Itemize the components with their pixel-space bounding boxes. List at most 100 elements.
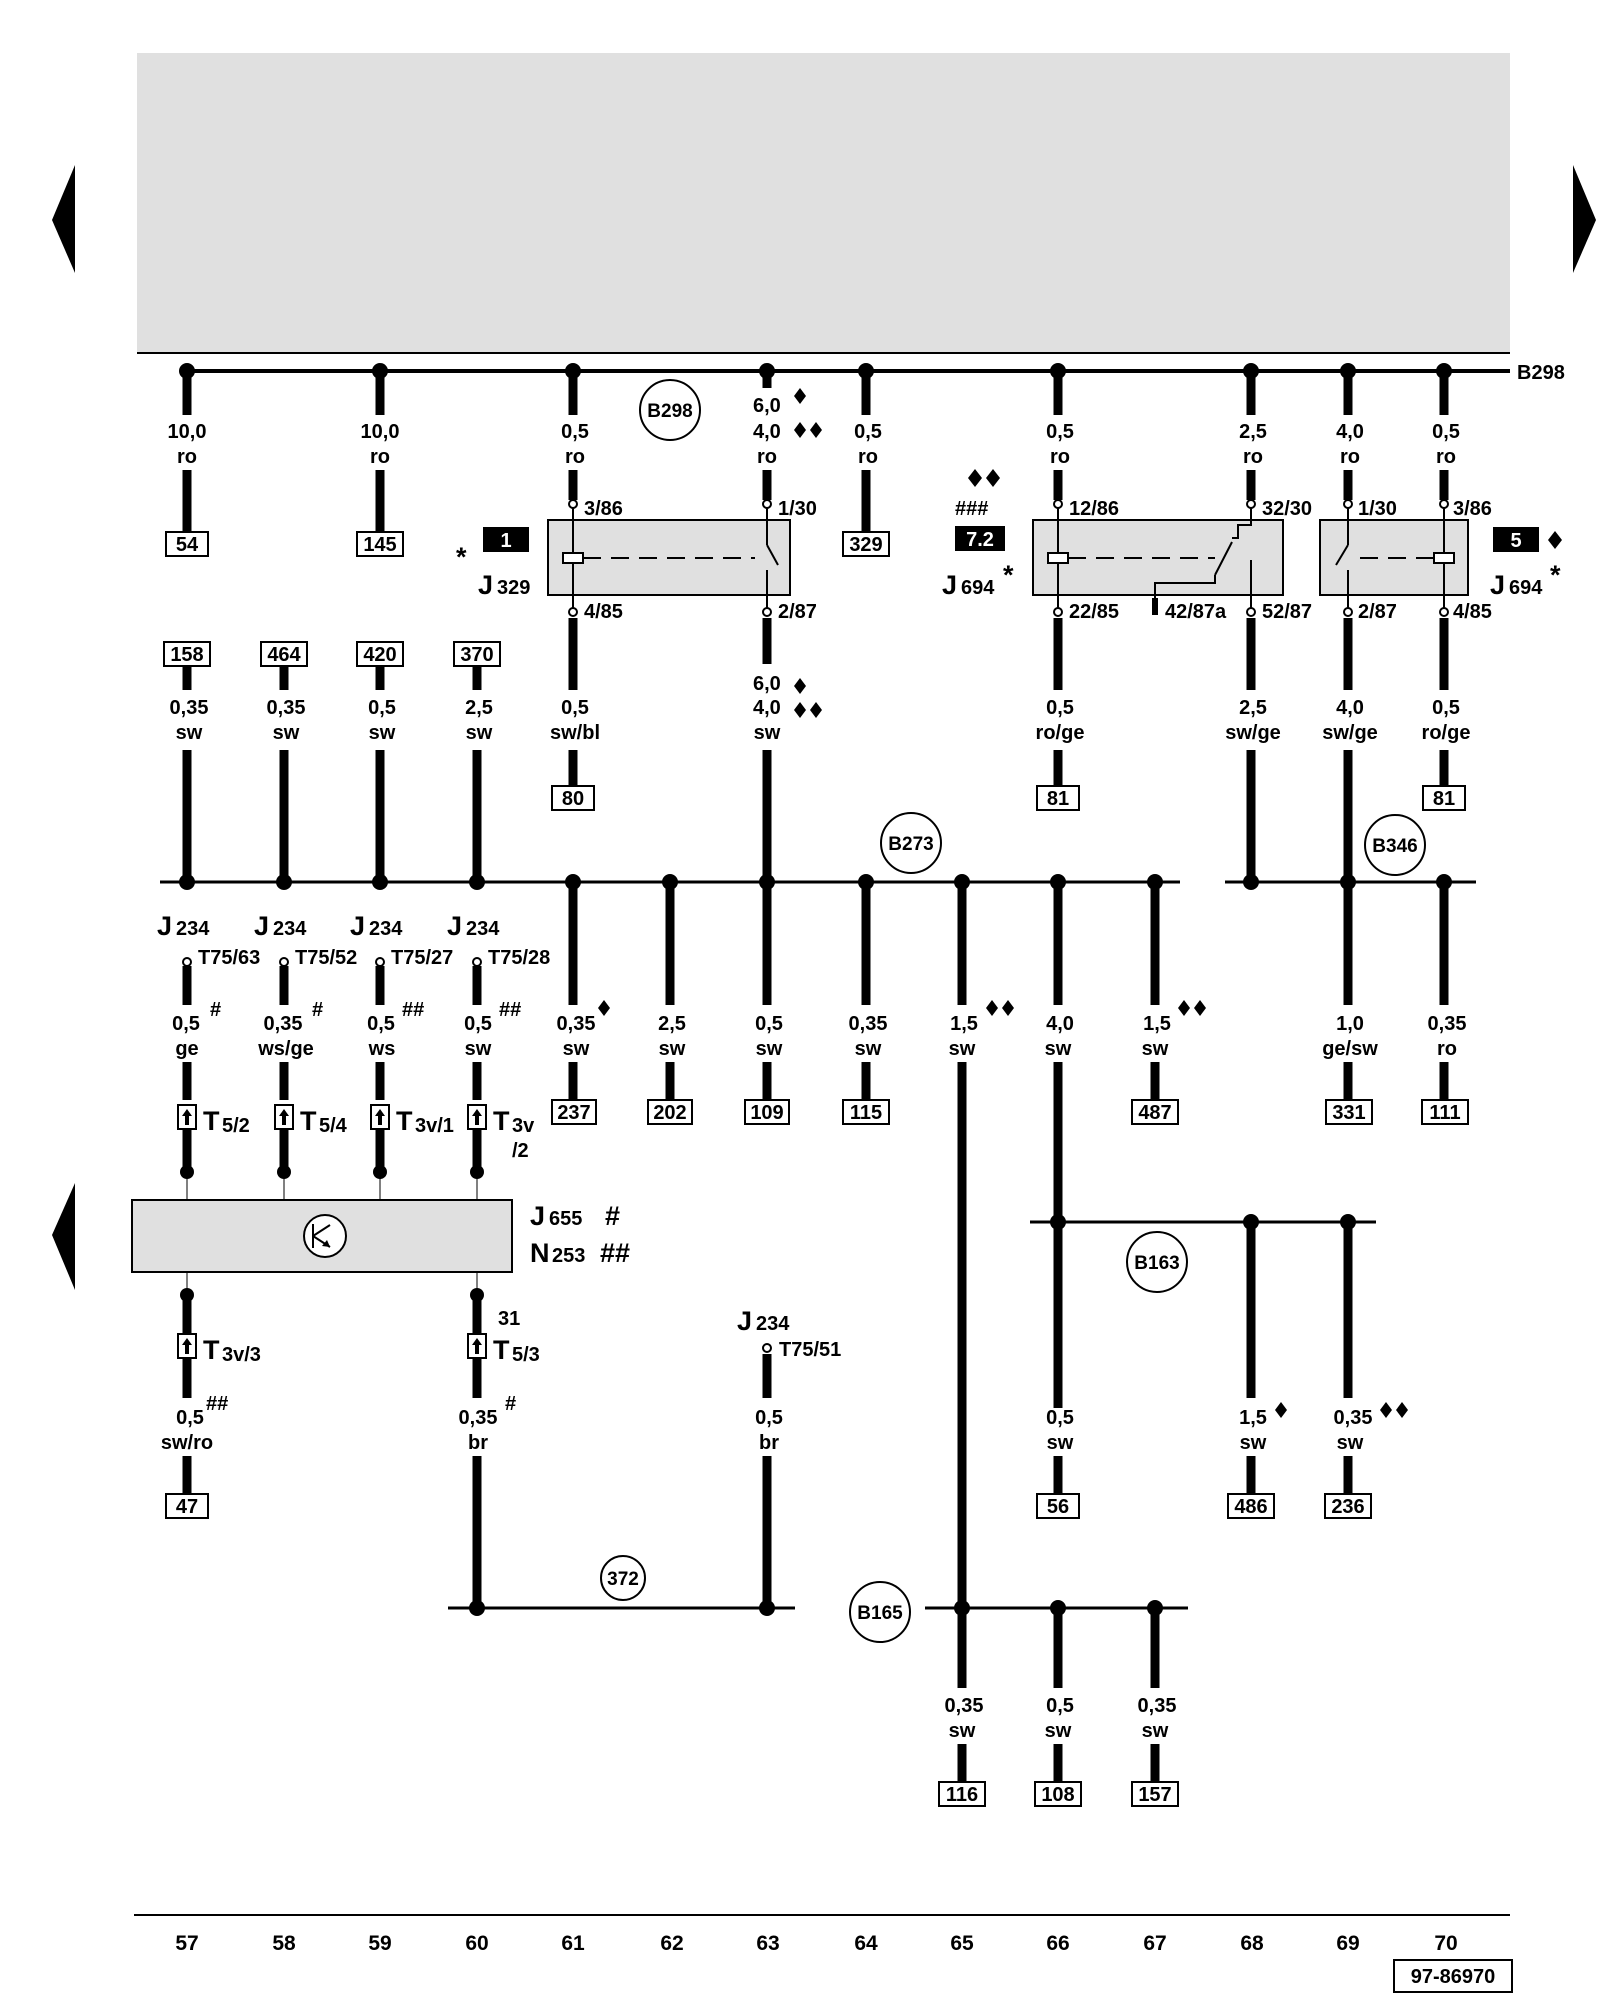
b163-wire-69: 0,35 sw 236 xyxy=(1324,1214,1408,1519)
svg-text:T75/51: T75/51 xyxy=(779,1339,841,1361)
lower-wire-63: 0,5 sw 109 xyxy=(744,874,790,1125)
circle-b273 xyxy=(880,812,942,874)
svg-text:/2: /2 xyxy=(512,1140,529,1162)
svg-text:sw: sw xyxy=(949,1038,976,1060)
svg-text:*: * xyxy=(1003,560,1014,590)
svg-text:109: 109 xyxy=(750,1102,783,1124)
svg-text:0,5: 0,5 xyxy=(464,1013,492,1035)
mid-wire-69: 4,0 sw/ge xyxy=(1322,618,1378,882)
svg-text:22/85: 22/85 xyxy=(1069,601,1119,623)
svg-text:4/85: 4/85 xyxy=(1453,601,1492,623)
lower-wire-69: 1,0 ge/sw 331 xyxy=(1322,874,1378,1125)
lower-wire-60: 0,5 ## sw xyxy=(464,957,521,1100)
svg-text:sw: sw xyxy=(563,1038,590,1060)
b165-wire-65: 0,35 sw 116 xyxy=(938,1600,986,1807)
svg-text:#: # xyxy=(505,1393,516,1415)
svg-text:694: 694 xyxy=(1509,577,1543,599)
svg-text:6,0: 6,0 xyxy=(753,395,781,417)
svg-text:0,5: 0,5 xyxy=(755,1013,783,1035)
svg-text:69: 69 xyxy=(1336,1932,1359,1955)
svg-text:#: # xyxy=(605,1201,620,1231)
circle-372-label: 372 xyxy=(607,1569,639,1590)
svg-text:1,5: 1,5 xyxy=(1143,1013,1171,1035)
svg-text:ro: ro xyxy=(1050,446,1070,468)
bottom-wire-60: 31 T 5/3 0,35 # br xyxy=(459,1288,540,1616)
svg-text:32/30: 32/30 xyxy=(1262,498,1312,520)
svg-text:J: J xyxy=(254,911,269,941)
svg-text:234: 234 xyxy=(176,918,210,940)
svg-text:3v: 3v xyxy=(512,1115,535,1137)
j234-label-60: J 234 T75/28 xyxy=(447,911,550,969)
svg-text:2,5: 2,5 xyxy=(658,1013,686,1035)
svg-text:#: # xyxy=(210,999,221,1021)
svg-text:##: ## xyxy=(499,999,521,1021)
svg-text:T: T xyxy=(396,1106,413,1136)
svg-text:0,35: 0,35 xyxy=(1428,1013,1467,1035)
svg-text:0,5: 0,5 xyxy=(1046,697,1074,719)
svg-text:487: 487 xyxy=(1138,1102,1171,1124)
svg-text:0,5: 0,5 xyxy=(172,1013,200,1035)
lower-wire-59: 0,5 ## ws xyxy=(367,957,424,1100)
svg-text:T75/52: T75/52 xyxy=(295,947,357,969)
svg-text:234: 234 xyxy=(273,918,307,940)
svg-text:###: ### xyxy=(955,498,988,520)
svg-text:J: J xyxy=(1490,570,1505,600)
lower-wire-61: 0,35 sw 237 xyxy=(551,874,610,1125)
svg-text:T: T xyxy=(203,1106,220,1136)
svg-text:0,35: 0,35 xyxy=(264,1013,303,1035)
svg-text:*: * xyxy=(1550,560,1561,590)
svg-text:2/87: 2/87 xyxy=(1358,601,1397,623)
svg-text:12/86: 12/86 xyxy=(1069,498,1119,520)
mid-wire-70: 0,5 ro/ge 81 xyxy=(1422,618,1471,811)
svg-text:370: 370 xyxy=(460,644,493,666)
sensor-symbol-icon xyxy=(303,1214,347,1258)
svg-text:sw: sw xyxy=(369,722,396,744)
svg-text:0,5: 0,5 xyxy=(561,421,589,443)
bottom-wire-63: J 234 T75/51 0,5 br xyxy=(737,1306,841,1616)
j234-label-59: J 234 T75/27 xyxy=(350,911,453,969)
svg-text:80: 80 xyxy=(562,788,584,810)
svg-text:0,5: 0,5 xyxy=(561,697,589,719)
top-wire-68: 2,5 ro xyxy=(1239,363,1267,509)
relay-j694-a: 12/86 32/30 22/85 42/87a 52/87 ### 7.2 J… xyxy=(942,469,1312,623)
svg-text:59: 59 xyxy=(368,1932,391,1955)
nav-right-arrow-top[interactable] xyxy=(1573,165,1596,273)
svg-text:116: 116 xyxy=(946,1784,978,1806)
svg-text:486: 486 xyxy=(1234,1496,1267,1518)
svg-text:sw: sw xyxy=(855,1038,882,1060)
svg-text:br: br xyxy=(759,1432,779,1454)
top-wire-63: 6,0 4,0 ro xyxy=(753,363,822,509)
svg-text:420: 420 xyxy=(363,644,396,666)
svg-text:ro: ro xyxy=(177,446,197,468)
circle-b165-label: B165 xyxy=(857,1603,903,1624)
svg-text:64: 64 xyxy=(854,1932,878,1955)
svg-text:6,0: 6,0 xyxy=(753,673,781,695)
nav-left-arrow-top[interactable] xyxy=(52,165,75,273)
svg-text:J: J xyxy=(530,1201,545,1231)
top-wire-69: 4,0 ro xyxy=(1336,363,1364,509)
svg-text:3v/1: 3v/1 xyxy=(415,1115,454,1137)
svg-text:157: 157 xyxy=(1138,1784,1171,1806)
svg-text:ro: ro xyxy=(1243,446,1263,468)
svg-text:1,5: 1,5 xyxy=(950,1013,978,1035)
svg-text:sw: sw xyxy=(176,722,203,744)
svg-text:sw: sw xyxy=(754,722,781,744)
svg-text:2/87: 2/87 xyxy=(778,601,817,623)
svg-text:68: 68 xyxy=(1240,1932,1264,1955)
svg-text:ro/ge: ro/ge xyxy=(1036,722,1085,744)
svg-text:sw/ro: sw/ro xyxy=(161,1432,213,1454)
svg-text:1: 1 xyxy=(500,530,511,552)
svg-text:ro/ge: ro/ge xyxy=(1422,722,1471,744)
mid-wire-61: 0,5 sw/bl 80 xyxy=(550,618,600,811)
top-wire-64: 0,5 ro 329 xyxy=(842,363,890,557)
svg-text:#: # xyxy=(312,999,323,1021)
nav-left-arrow-bottom[interactable] xyxy=(52,1183,75,1290)
svg-text:60: 60 xyxy=(465,1932,488,1955)
j234-label-58: J 234 T75/52 xyxy=(254,911,357,969)
circle-b298-label: B298 xyxy=(647,401,692,422)
svg-text:5/4: 5/4 xyxy=(319,1115,348,1137)
svg-text:J: J xyxy=(478,570,493,600)
svg-text:J: J xyxy=(942,570,957,600)
svg-text:234: 234 xyxy=(466,918,500,940)
